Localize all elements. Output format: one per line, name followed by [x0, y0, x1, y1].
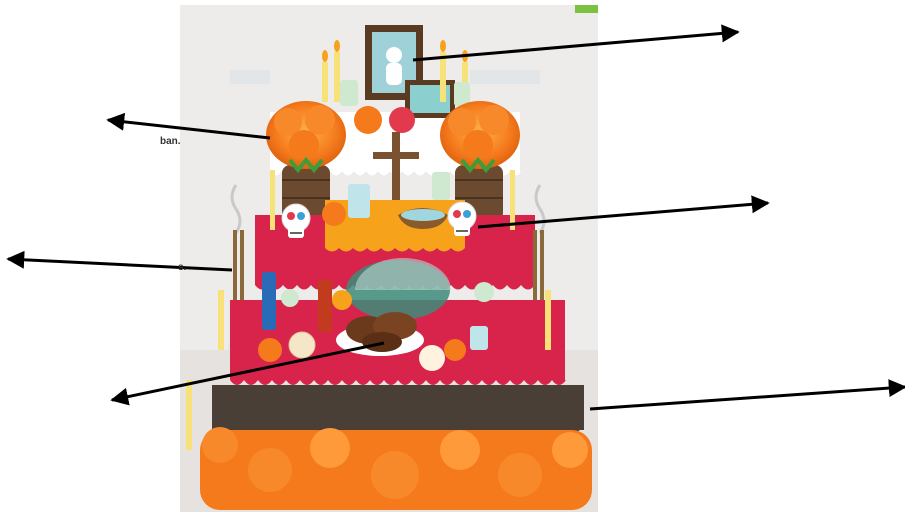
- cross-icon: [373, 132, 419, 200]
- arrow-layer: [6, 24, 905, 411]
- marigold-bouquet-right-icon: [440, 101, 520, 221]
- photo-frame-small-icon: [405, 80, 455, 118]
- marigold-petal-carpet: [200, 427, 592, 510]
- marigold-bouquet-icon: [266, 101, 346, 221]
- lower-tier: [230, 258, 566, 385]
- arrow-marigold: [106, 112, 271, 140]
- sugar-skull-icon: [281, 203, 311, 238]
- background-text-fragment-2: s.: [178, 262, 187, 273]
- orange-tablecloth: [322, 172, 465, 252]
- pomegranate-icon: [389, 107, 415, 133]
- arrow-tablecloth: [589, 379, 905, 411]
- altar-base: [212, 385, 584, 433]
- sugar-skull-right-icon: [447, 201, 477, 236]
- incense-icon: [230, 184, 546, 340]
- background-text-fragment: ban.: [160, 136, 181, 147]
- arrow-incense: [6, 250, 233, 272]
- candle-icon: [322, 40, 470, 106]
- arrow-photo: [412, 24, 740, 62]
- arrow-bread: [110, 341, 385, 406]
- orange-fruit-icon: [354, 106, 382, 134]
- arrow-skull: [477, 195, 770, 229]
